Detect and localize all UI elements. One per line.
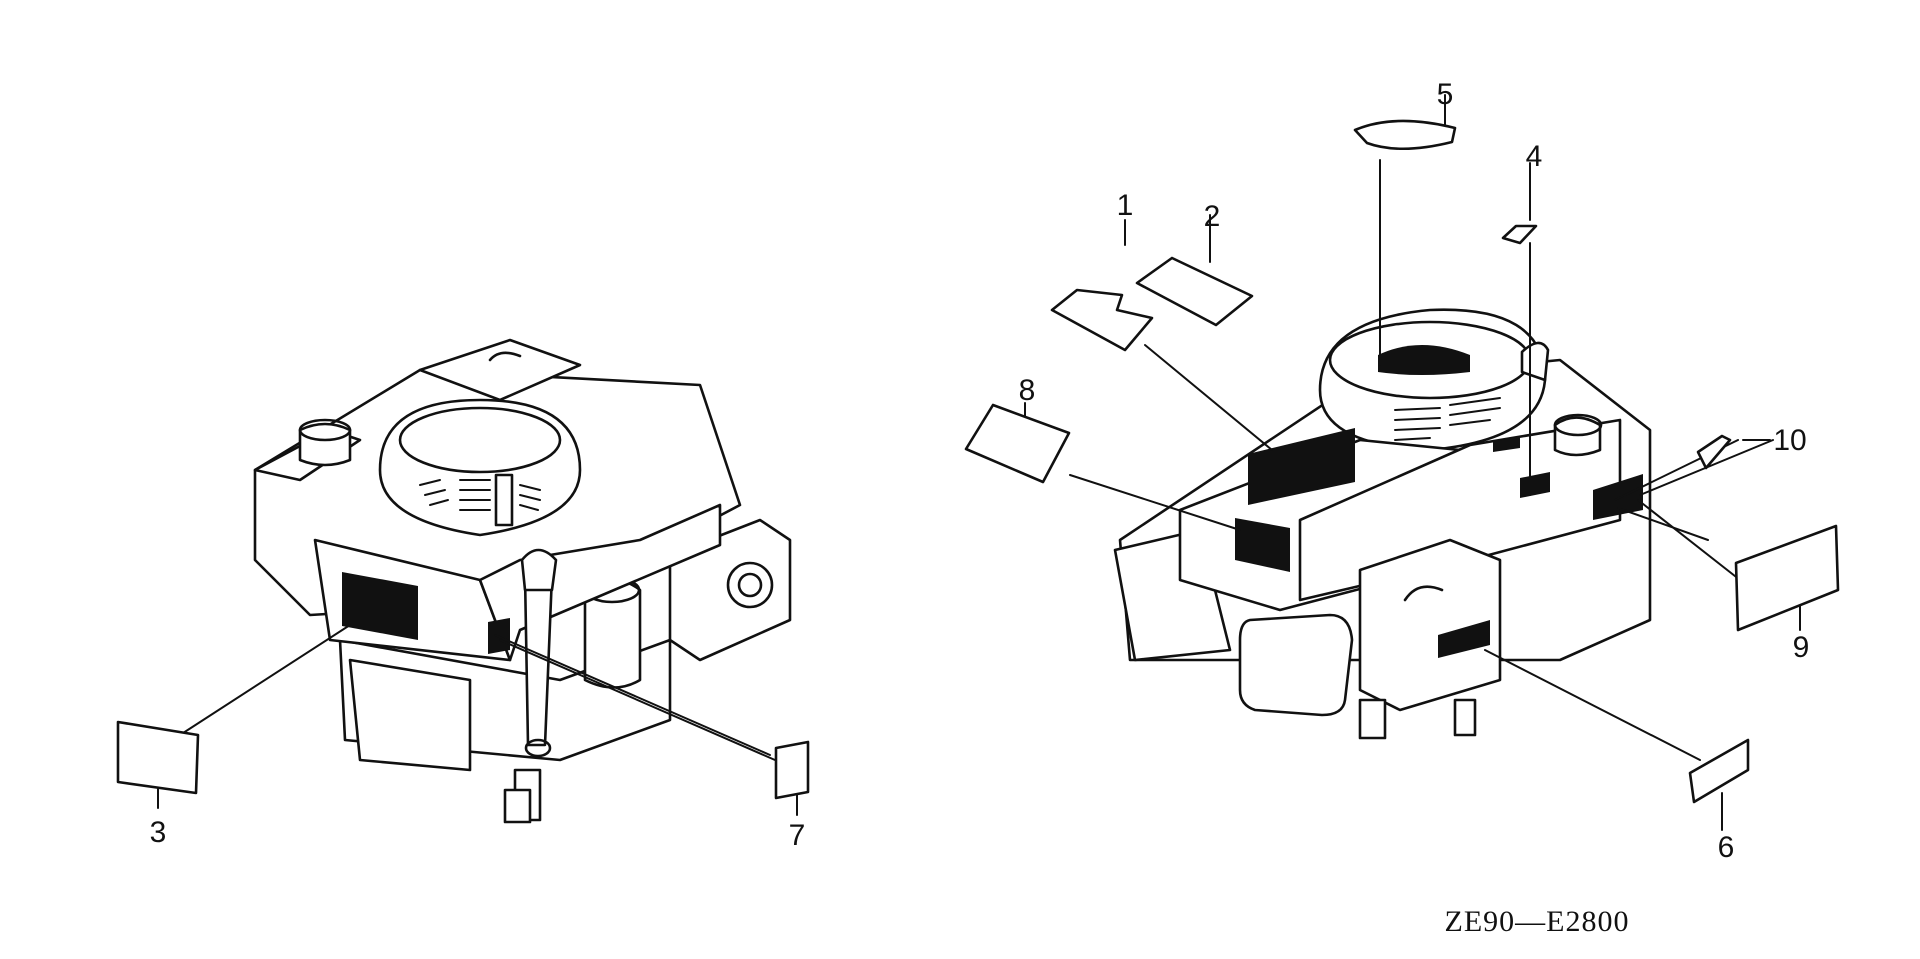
callout-6: 6 (1718, 831, 1735, 864)
callout-3: 3 (150, 816, 167, 849)
decal-2 (1135, 256, 1254, 327)
decal-8 (964, 403, 1071, 484)
callout-7: 7 (789, 819, 806, 852)
callout-4: 4 (1526, 140, 1543, 173)
decal-10 (1696, 434, 1732, 470)
callout-2: 2 (1204, 200, 1221, 233)
decal-4 (1501, 224, 1538, 245)
left-engine (253, 338, 792, 824)
callout-10: 10 (1773, 424, 1806, 457)
right-engine (1113, 308, 1652, 740)
callout-5: 5 (1437, 78, 1454, 111)
diagram-code: ZE90—E2800 (1445, 905, 1630, 938)
callout-9: 9 (1793, 631, 1810, 664)
callout-8: 8 (1019, 374, 1036, 407)
decal-6 (1688, 738, 1750, 804)
decal-1 (1050, 288, 1154, 352)
decal-3 (116, 720, 200, 795)
decal-7 (774, 740, 810, 800)
decal-5 (1353, 119, 1457, 151)
callout-1: 1 (1117, 189, 1134, 222)
decal-9 (1734, 524, 1840, 632)
